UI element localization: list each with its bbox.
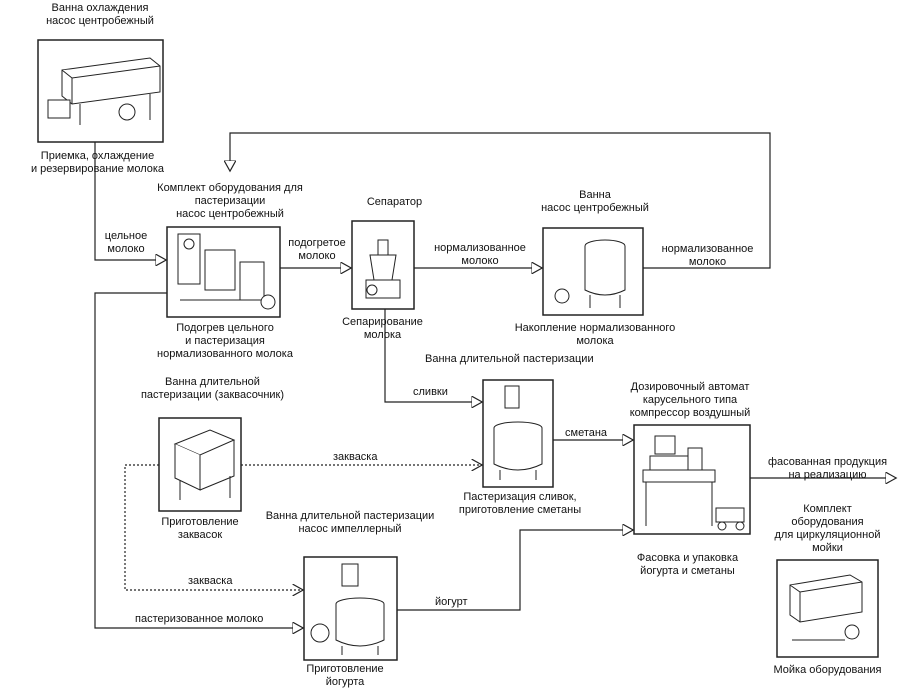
pasteurized-milk-label: пастеризованное молоко [135,613,264,625]
preheated-milk-label: подогретое молоко [288,237,346,262]
starter-bath-illustration [173,429,236,500]
box-starter-bath [158,417,242,512]
storage-bath-illustration [554,239,626,308]
starter-caption: Приготовление заквасок [161,516,239,541]
cip-kit-illustration [789,574,863,641]
arrow-whole-milk [94,142,165,260]
separator-illustration [365,239,401,299]
impeller-bath-title: Ванна длительной пастеризации насос импе… [265,510,435,535]
cream-label: сливки [413,386,448,398]
arrow-normalized-return [230,132,771,269]
arrow-pasteurized-milk [94,292,302,628]
sour-cream-label: сметана [565,427,608,439]
yogurt-caption: Приготовление йогурта [306,663,384,688]
receiving-caption: Приемка, охлаждение и резервирование мол… [30,150,165,175]
box-pasteurization-kit [166,226,281,318]
separation-caption: Сепарирование молока [342,316,423,341]
washing-caption: Мойка оборудования [773,664,882,676]
storage-bath-title: Ванна насос центробежный [541,189,649,214]
cip-kit-title: Комплект оборудования для циркуляционной… [774,503,881,554]
starter-label-1: закваска [333,451,378,463]
cream-caption: Пастеризация сливок, приготовление смета… [458,491,582,516]
arrow-cream [384,309,481,402]
flow-lines [94,132,895,628]
dosing-title: Дозировочный автомат карусельного типа к… [629,381,751,419]
pasteurization-kit-title: Комплект оборудования для пастеризации н… [157,182,303,220]
normalized-milk-label-1: нормализованное молоко [434,242,526,267]
cream-bath-illustration [493,385,543,480]
box-separator [351,220,415,310]
starter-label-2: закваска [188,575,233,587]
separator-title: Сепаратор [366,196,423,208]
long-past-bath-title: Ванна длительной пастеризации [425,353,594,365]
yogurt-bath-illustration [310,563,385,655]
box-cream-bath [482,379,554,488]
heating-caption: Подогрев цельного и пастеризация нормали… [157,322,293,360]
starter-bath-title: Ванна длительной пастеризации (заквасочн… [140,376,285,401]
accumulation-caption: Накопление нормализованного молока [514,322,676,347]
box-storage-bath [542,227,644,316]
cooling-bath-title: Ванна охлаждения насос центробежный [46,2,154,27]
packing-caption: Фасовка и упаковка йогурта и сметаны [636,552,739,577]
arrow-yogurt [397,530,632,611]
dotted-flow-lines [124,464,481,590]
arrow-starter-left [124,464,302,590]
cooling-bath-illustration [47,57,161,125]
box-cooling-bath [37,39,164,143]
box-yogurt-bath [303,556,398,661]
dosing-machine-illustration [642,435,745,531]
whole-milk-label: цельное молоко [104,230,148,255]
packed-product-label: фасованная продукция на реализацию [767,456,888,481]
box-dosing-machine [633,424,751,535]
normalized-milk-label-2: нормализованное молоко [661,243,754,268]
pasteurization-kit-illustration [177,233,276,310]
box-cip-kit [776,559,879,658]
yogurt-label: йогурт [435,596,468,608]
